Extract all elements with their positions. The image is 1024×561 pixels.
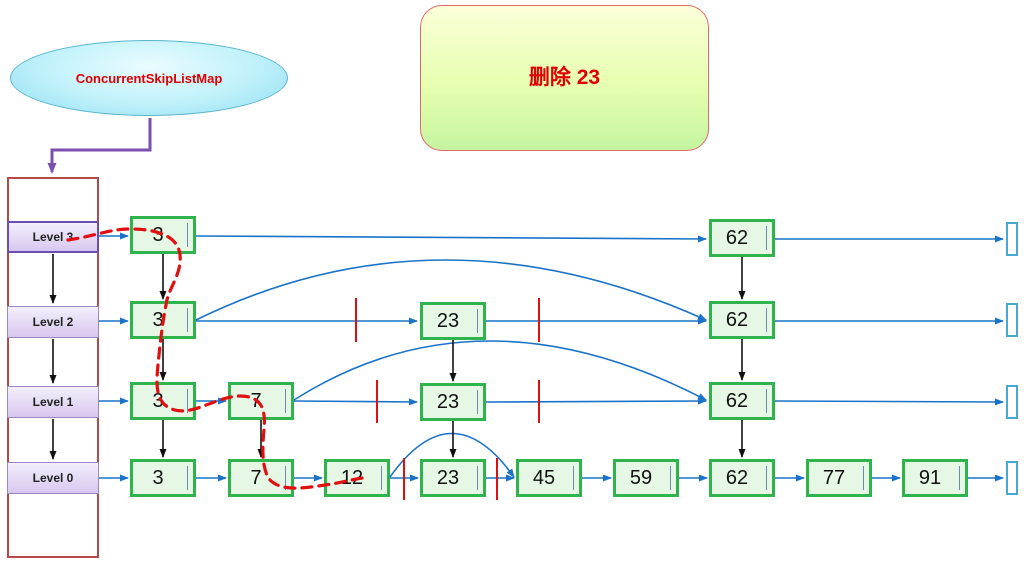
node-value: 62	[725, 389, 749, 412]
node-l0-62: 62	[709, 459, 775, 497]
level-1-label: Level 1	[32, 395, 74, 409]
node-value: 23	[436, 309, 460, 332]
node-l2-62: 62	[709, 301, 775, 339]
map-title-ellipse: ConcurrentSkipListMap	[10, 40, 288, 116]
node-value: 91	[918, 466, 942, 489]
search-path	[66, 227, 364, 490]
link-l1-23-62	[485, 397, 707, 405]
node-value: 7	[250, 466, 262, 489]
link-l1-62-tail	[774, 398, 1004, 406]
node-value: 23	[436, 390, 460, 413]
link-l1-bypass-arc	[293, 340, 707, 401]
node-l1-23: 23	[420, 383, 486, 421]
link-l1-7-23	[293, 398, 418, 406]
level-0-head: Level 0	[7, 462, 99, 494]
level-3-label: Level 3	[32, 230, 74, 244]
node-value: 3	[152, 389, 164, 412]
node-l0-77: 77	[806, 459, 872, 497]
node-value: 62	[725, 466, 749, 489]
node-l0-91: 91	[902, 459, 968, 497]
node-l0-59: 59	[613, 459, 679, 497]
node-value: 62	[725, 226, 749, 249]
node-value: 77	[822, 466, 846, 489]
head-pointer-arrow	[47, 118, 152, 174]
node-l1-62: 62	[709, 382, 775, 420]
operation-box: 删除 23	[420, 5, 709, 151]
node-l0-23: 23	[420, 459, 486, 497]
operation-label: 删除 23	[528, 66, 601, 89]
node-l2-23: 23	[420, 302, 486, 340]
tail-l2	[1006, 303, 1018, 337]
level-0-label: Level 0	[32, 471, 74, 485]
node-value: 59	[629, 466, 653, 489]
node-l3-62: 62	[709, 219, 775, 257]
tail-l3	[1006, 222, 1018, 256]
node-l3-3: 3	[130, 216, 196, 254]
map-title: ConcurrentSkipListMap	[75, 70, 223, 86]
node-value: 45	[532, 466, 556, 489]
tail-l1	[1006, 385, 1018, 419]
node-value: 23	[436, 466, 460, 489]
node-value: 3	[152, 223, 164, 246]
level-1-head: Level 1	[7, 386, 99, 418]
level-2-label: Level 2	[32, 315, 74, 329]
level-2-head: Level 2	[7, 306, 99, 338]
node-value: 12	[340, 466, 364, 489]
node-l1-3: 3	[130, 382, 196, 420]
node-l0-7: 7	[228, 459, 294, 497]
link-l2-bypass-arc	[195, 259, 707, 321]
link-l0-bypass-arc	[389, 432, 515, 478]
tail-l0	[1006, 461, 1018, 495]
link-l3-3-62	[195, 235, 707, 243]
node-value: 62	[725, 308, 749, 331]
node-l0-3: 3	[130, 459, 196, 497]
node-l0-45: 45	[516, 459, 582, 497]
node-value: 3	[152, 466, 164, 489]
node-value: 3	[152, 308, 164, 331]
